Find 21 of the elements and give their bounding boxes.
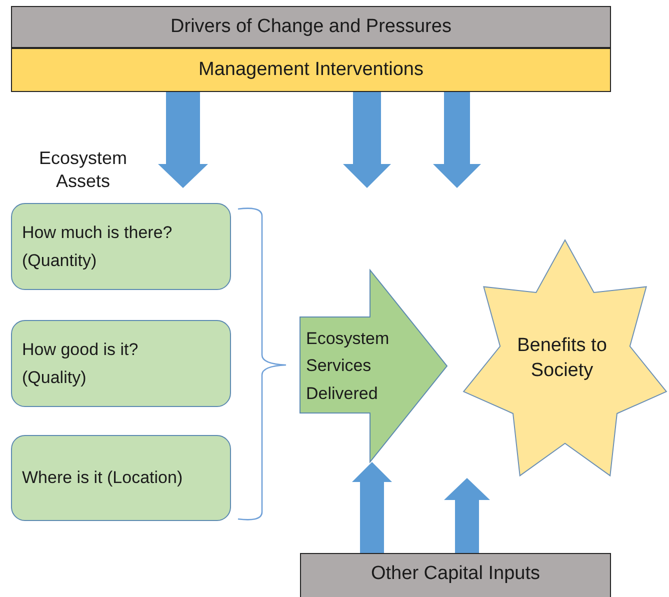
asset-box: [11, 203, 231, 290]
block-arrow: [433, 92, 481, 188]
block-arrow: [444, 478, 490, 553]
block-arrow: [352, 462, 392, 553]
node-label: Where is it (Location): [22, 467, 183, 490]
node-label: How good is it? (Quality): [22, 339, 140, 388]
asset-box: [11, 435, 231, 521]
node-label: Other Capital Inputs: [371, 562, 540, 586]
header-bar: [11, 48, 611, 92]
section-heading: Ecosystem Assets: [38, 146, 128, 193]
block-arrow-shape: [300, 270, 448, 462]
node-label: Drivers of Change and Pressures: [170, 14, 452, 39]
node-label: Management Interventions: [198, 58, 424, 82]
node-label: Benefits to Society: [516, 334, 608, 383]
block-arrow: [343, 92, 391, 188]
asset-box: [11, 320, 231, 407]
header-bar: [11, 6, 611, 48]
node-label: Ecosystem Services Delivered: [306, 328, 390, 405]
block-arrow: [158, 92, 208, 188]
node-label: How much is there? (Quantity): [22, 222, 174, 272]
input-bar: [300, 553, 611, 597]
